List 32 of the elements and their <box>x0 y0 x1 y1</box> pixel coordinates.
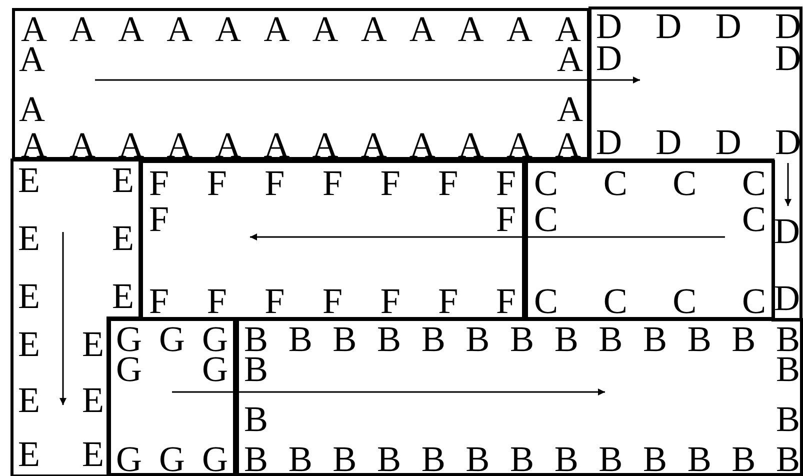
box-label: C C C C <box>534 165 766 201</box>
box-label: D <box>774 213 801 249</box>
box-label: B B B B B B B B B B B B B <box>244 441 800 476</box>
box-label: G G G <box>116 441 228 476</box>
box-label: C C <box>534 201 766 237</box>
outlined-box <box>12 160 140 476</box>
box-label: D D D D <box>596 124 801 160</box>
outlined-box <box>140 160 525 320</box>
box-label: E E <box>18 436 104 472</box>
box-label: E E <box>18 326 104 362</box>
box-label: B B <box>244 401 800 437</box>
outlined-box <box>525 160 775 320</box>
box-label: D <box>774 280 801 316</box>
outlined-box <box>236 318 803 476</box>
arrow <box>95 76 640 84</box>
box-label: A A A A A A A A A A A A <box>21 127 581 163</box>
box-label: C C C C <box>534 283 766 319</box>
box-label: F F F F F F F <box>149 283 516 319</box>
box-label: A A <box>19 91 583 127</box>
outlined-box <box>12 8 590 160</box>
arrow <box>60 232 66 405</box>
box-label: E E <box>18 220 134 256</box>
arrow <box>172 388 605 396</box>
outlined-box <box>108 318 236 476</box>
box-label: F F F F F F F <box>149 165 516 201</box>
box-label: E E <box>18 382 104 418</box>
box-label: E E <box>18 162 134 198</box>
arrow <box>250 234 725 240</box>
outlined-box <box>590 8 801 320</box>
box-label: E E <box>18 278 134 314</box>
arrow <box>784 163 792 206</box>
box-label: F F <box>149 201 516 237</box>
